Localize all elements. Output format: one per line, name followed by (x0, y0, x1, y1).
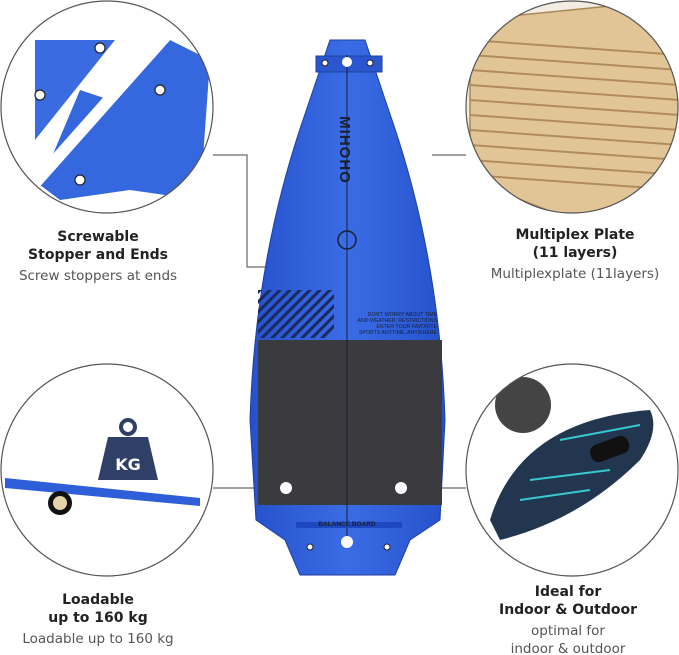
load-capacity-image (1, 364, 213, 576)
feature-indoor-outdoor: Ideal for Indoor & Outdoor optimal for i… (448, 583, 679, 655)
balance-board (249, 39, 446, 576)
feature-title: Screwable Stopper and Ends (28, 229, 168, 263)
board-brand: MIHOHO (336, 116, 353, 184)
weight-icon (98, 437, 158, 480)
feature-subtitle: Multiplexplate (11layers) (490, 266, 660, 282)
weight-badge: KG (115, 455, 141, 474)
feature-title: Loadable up to 160 kg (48, 592, 148, 626)
feature-title: Multiplex Plate (11 layers) (515, 227, 635, 261)
board-label: BALANCE BOARD (318, 521, 376, 528)
feature-subtitle: optimal for indoor & outdoor (510, 623, 626, 655)
board-slogan-line: ENTER YOUR FAVORITE (376, 324, 437, 330)
stopper-detail-image (1, 1, 213, 213)
outdoor-board-image (466, 364, 678, 576)
board-slogan-line: DON'T WORRY ABOUT TIME (368, 312, 438, 318)
feature-title: Ideal for Indoor & Outdoor (498, 584, 638, 618)
feature-subtitle: Screw stoppers at ends (18, 268, 178, 284)
feature-plywood: Multiplex Plate (11 layers) Multiplexpla… (455, 226, 679, 283)
feature-subtitle: Loadable up to 160 kg (22, 631, 174, 647)
plywood-layers-image (466, 1, 678, 213)
feature-stopper: Screwable Stopper and Ends Screw stopper… (0, 228, 218, 285)
board-slogan-line: SPORTS ANYTIME, ANYWHERE (359, 330, 438, 336)
board-slogan-line: AND WEATHER, RESTRICTIONS (358, 318, 438, 324)
feature-load: Loadable up to 160 kg Loadable up to 160… (0, 591, 218, 648)
